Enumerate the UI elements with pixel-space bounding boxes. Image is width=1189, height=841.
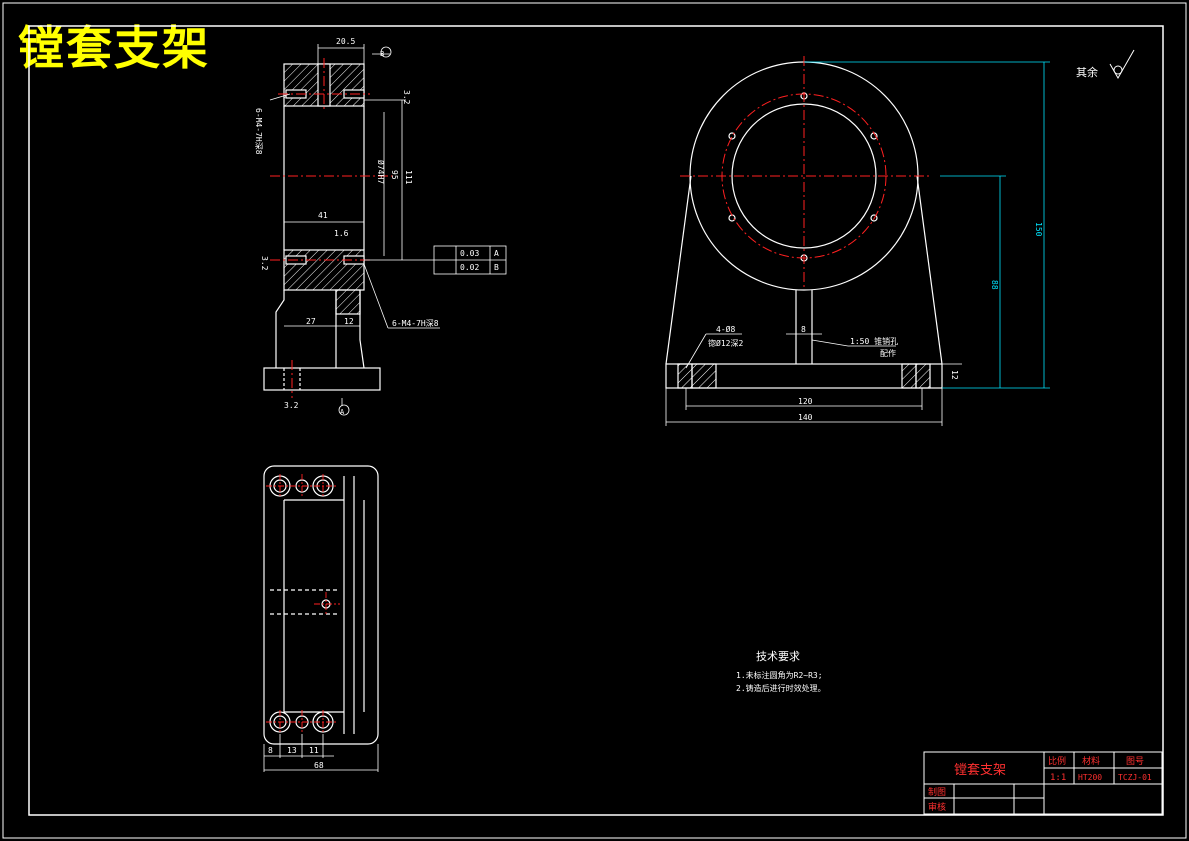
tech-req-line-2: 2.铸造后进行时效处理。	[736, 683, 826, 693]
title-block-name: 镗套支架	[954, 762, 1006, 778]
roughness-top: 3.2	[402, 90, 411, 105]
front-hole-sub: 锪Ø12深2	[708, 338, 743, 348]
plan-dim-2: 13	[287, 746, 297, 755]
tolerance-1: 0.03	[460, 249, 479, 258]
roughness-note: 其余	[1076, 65, 1098, 79]
front-note-1: 1:50 锥销孔	[850, 336, 898, 346]
plan-dim-1: 8	[268, 746, 273, 755]
left-holes-callout: 6-M4-7H深8	[254, 108, 263, 155]
plan-view	[263, 465, 379, 745]
front-base-height: 12	[950, 370, 959, 380]
section-dimensions	[269, 44, 507, 416]
title-block-text: 镗套支架 比例 材料 图号 1:1 HT200 TCZJ-01 制图 审核	[928, 755, 1152, 813]
section-centerlines	[270, 58, 395, 398]
dim-height-b: 111	[404, 170, 413, 185]
plan-dimensions	[263, 734, 379, 772]
front-pin: 8	[801, 325, 806, 334]
dim-bore: Ø74H7	[376, 160, 386, 184]
section-dim-text: 20.5 B A 3.2 3.2 3.2 1.6 6-M4-7H深8 Ø74H7…	[254, 37, 499, 416]
title-block-drawing-no: TCZJ-01	[1118, 773, 1152, 782]
datum-a: A	[340, 408, 345, 416]
datum-b: B	[380, 50, 384, 58]
plan-dim-3: 11	[309, 746, 319, 755]
title-block-checked: 审核	[928, 801, 946, 813]
front-dim-text: 4-Ø8 锪Ø12深2 8 1:50 锥销孔 配作 12 120 140 88 …	[708, 222, 1043, 422]
tech-req-heading: 技术要求	[756, 650, 800, 663]
banner-title: 镗套支架	[18, 21, 210, 75]
title-block-drawing-no-header: 图号	[1126, 756, 1144, 767]
roughness-base: 3.2	[284, 401, 299, 410]
tolerance-2-ref: B	[494, 263, 499, 272]
inner-frame	[28, 25, 1164, 816]
right-holes-callout: 6-M4-7H深8	[392, 319, 439, 328]
plan-dim-text: 8 13 11 68	[268, 746, 324, 770]
title-block-scale: 1:1	[1050, 773, 1066, 783]
roughness-symbol-icon	[1109, 49, 1135, 80]
dim-12: 12	[344, 317, 354, 326]
front-dimensions	[804, 61, 1050, 389]
roughness-mid: 1.6	[334, 229, 349, 238]
front-dims-white	[665, 333, 962, 426]
roughness-left: 3.2	[260, 256, 269, 271]
dim-27: 27	[306, 317, 316, 326]
dim-top-width: 20.5	[336, 37, 355, 46]
front-note-2: 配作	[880, 348, 896, 358]
plan-centerlines	[266, 474, 340, 734]
front-height-2: 150	[1034, 222, 1043, 237]
dim-height-a: 95	[390, 170, 399, 180]
tolerance-2: 0.02	[460, 263, 479, 272]
title-block-scale-header: 比例	[1048, 755, 1066, 767]
dim-width-41: 41	[318, 211, 328, 220]
front-centerlines	[680, 56, 930, 290]
front-hole-callout: 4-Ø8	[716, 324, 735, 334]
plan-width: 68	[314, 761, 324, 770]
front-height-1: 88	[990, 280, 999, 290]
title-block	[923, 751, 1163, 815]
front-width-outer: 140	[798, 413, 813, 422]
title-block-drawn: 制图	[928, 786, 946, 798]
title-block-material-header: 材料	[1082, 755, 1100, 767]
front-width-inner: 120	[798, 397, 813, 406]
tolerance-1-ref: A	[494, 249, 499, 258]
title-block-material: HT200	[1078, 773, 1102, 782]
tech-req-line-1: 1.未标注圆角为R2~R3;	[736, 670, 823, 680]
section-view	[263, 63, 381, 391]
